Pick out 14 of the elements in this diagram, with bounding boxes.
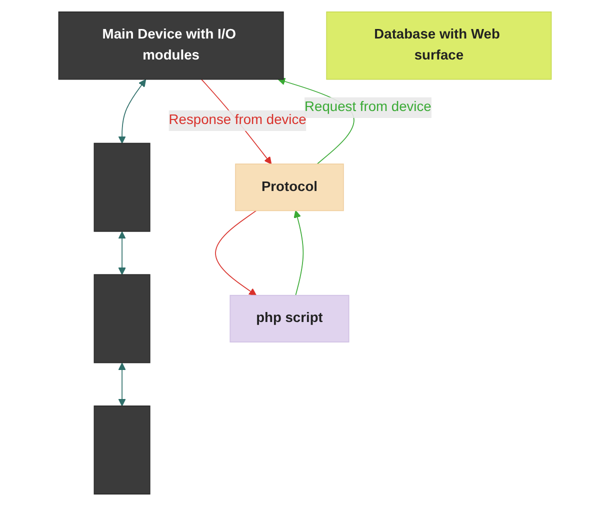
arrow — [294, 210, 304, 296]
arrow — [118, 231, 126, 275]
arrow — [118, 79, 146, 144]
arrow — [215, 210, 257, 296]
arrow — [118, 362, 126, 406]
node-box: php script — [230, 294, 350, 342]
node-box — [94, 274, 150, 364]
node-box: Main Device with I/O modules — [58, 11, 284, 80]
edge-label: Response from device — [168, 112, 306, 128]
node-box: Database with Web surface — [326, 11, 552, 80]
node-box — [94, 142, 150, 232]
edge-label: Request from device — [304, 100, 432, 114]
node-box — [94, 406, 150, 495]
node-box: Protocol — [235, 164, 344, 212]
